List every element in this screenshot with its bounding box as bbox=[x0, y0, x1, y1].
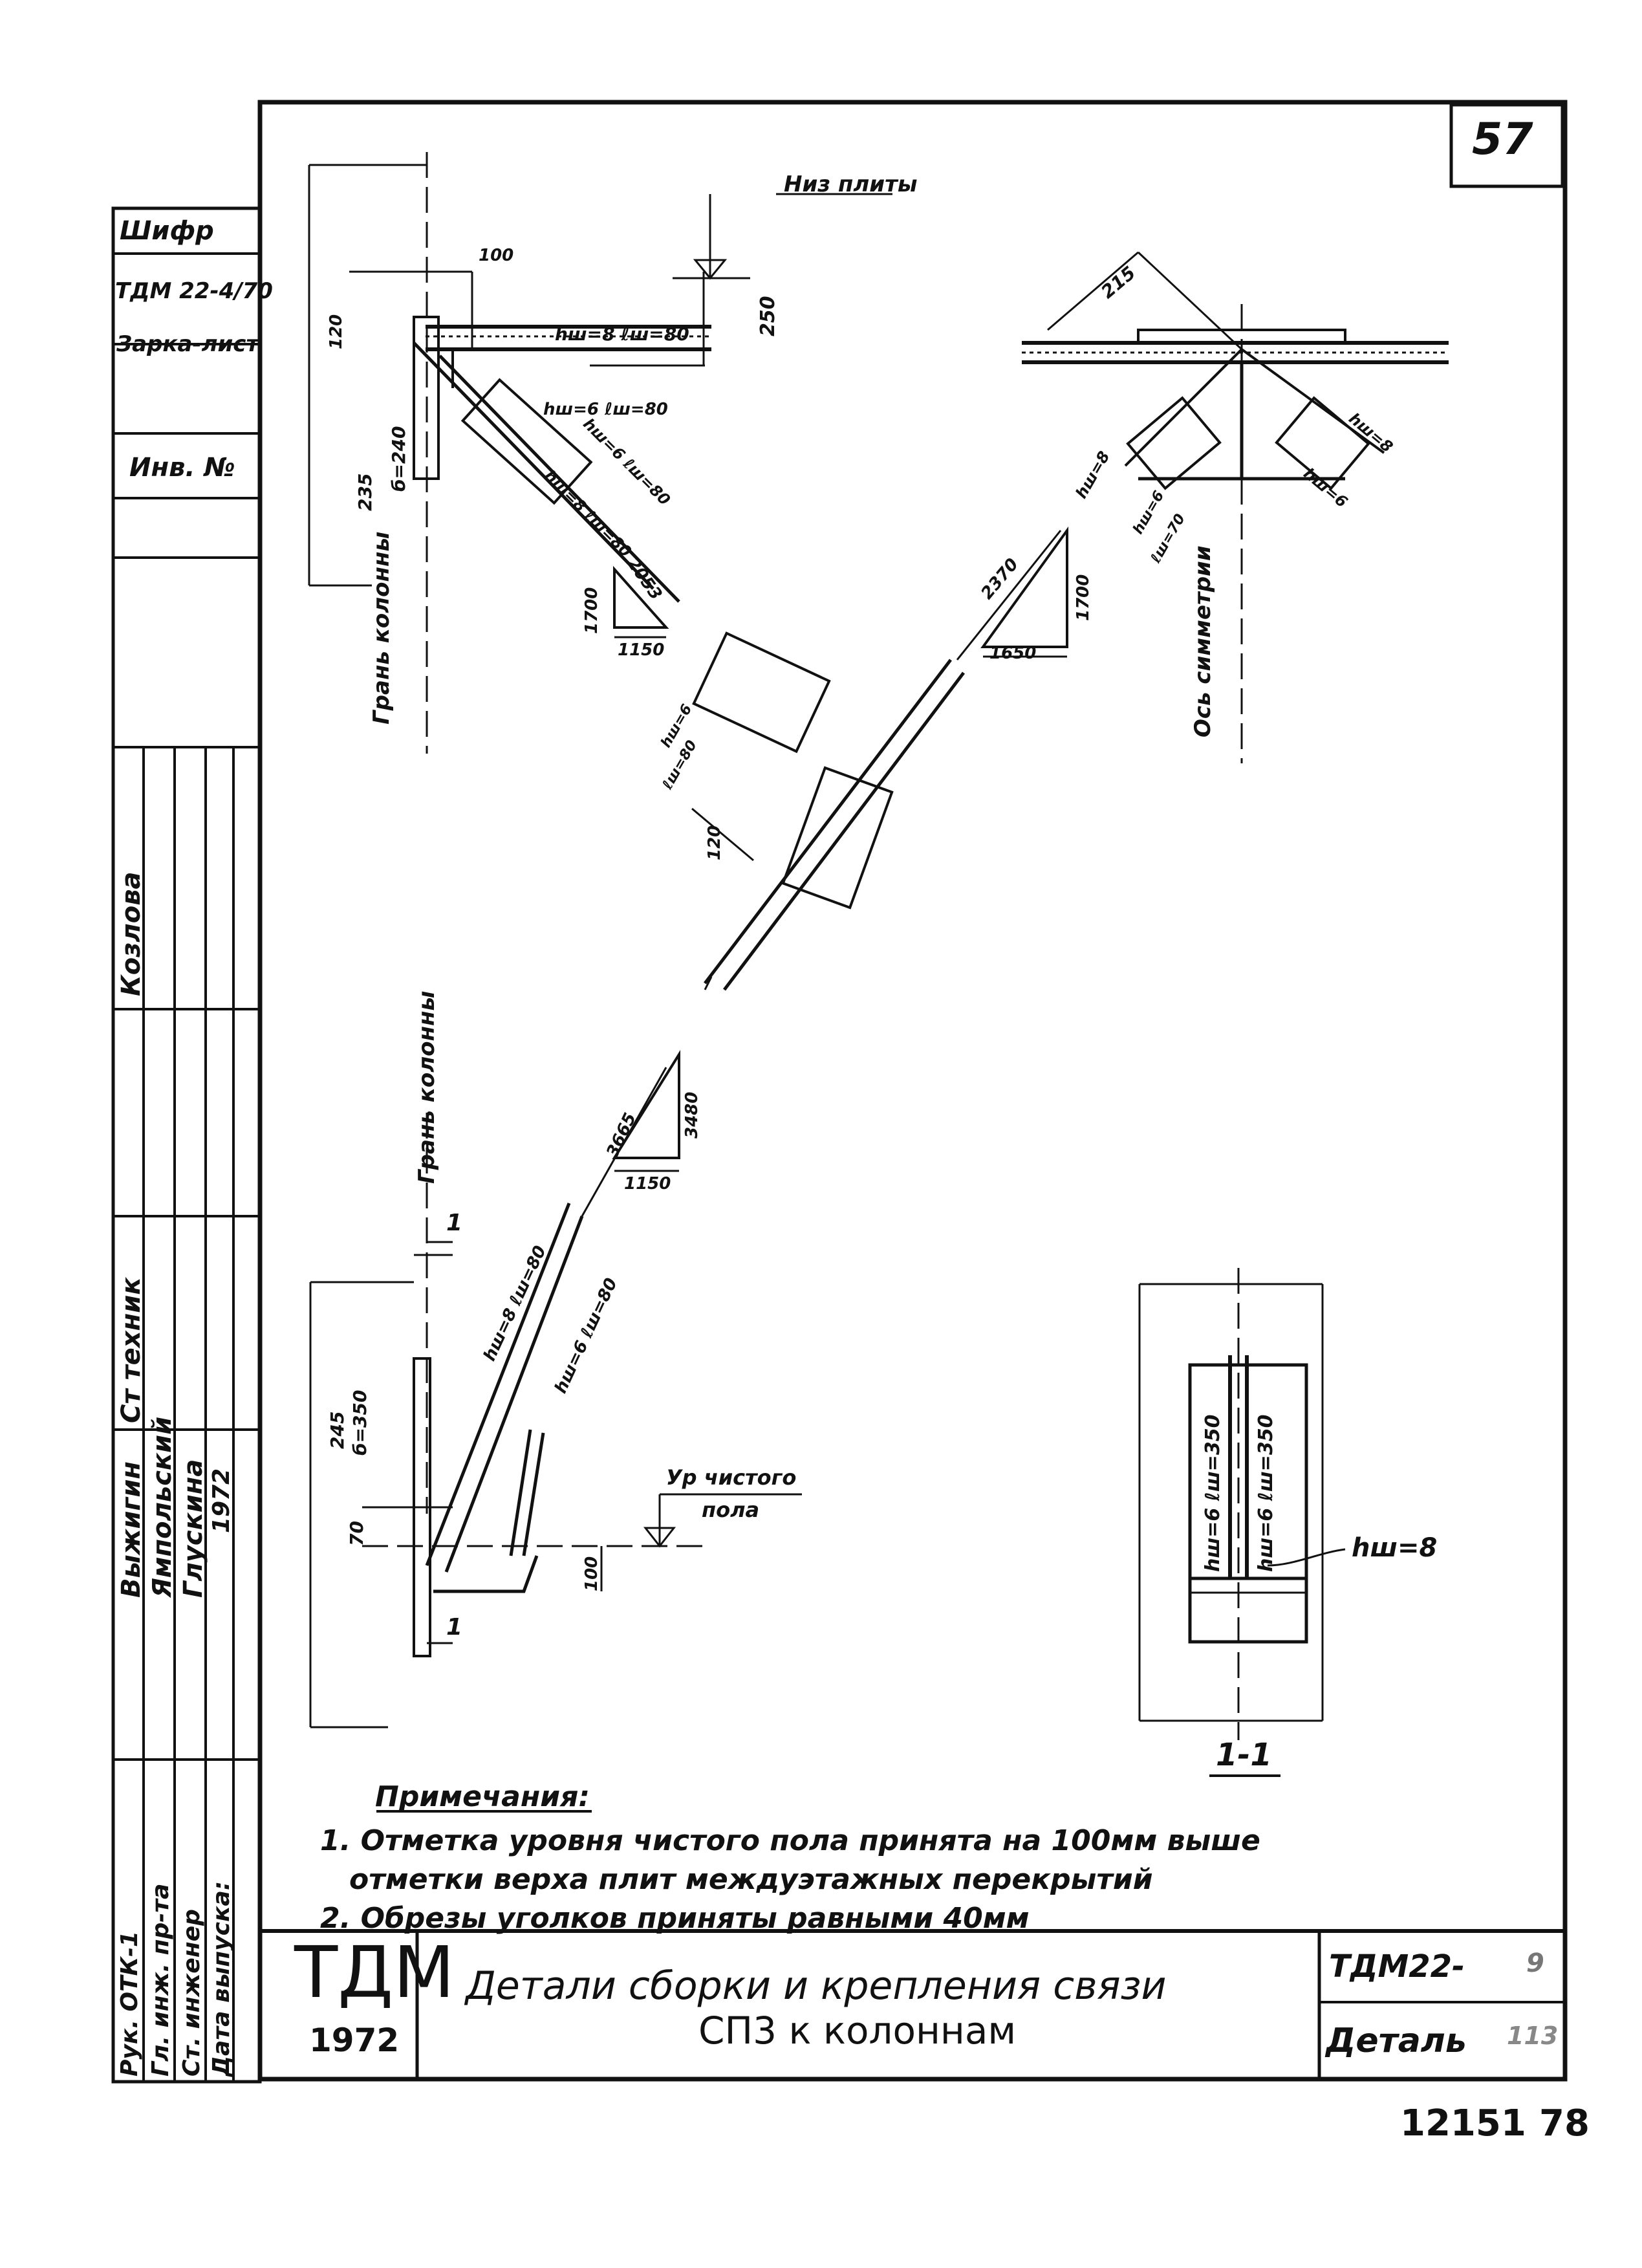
sheet-number: 57 bbox=[1472, 114, 1533, 165]
side-code-value: ТДМ 22-4/70 bbox=[115, 278, 273, 304]
title-doc-code: ТДМ22- bbox=[1329, 1948, 1465, 1985]
title-sheet-label: Деталь bbox=[1326, 2022, 1467, 2060]
stamp-name-1: Выжигин bbox=[116, 1461, 146, 1598]
bl-plate: б=350 bbox=[349, 1390, 371, 1456]
sheet-number-box bbox=[1449, 103, 1564, 188]
tl-slope-vert: 1700 bbox=[582, 587, 601, 634]
stamp-role-1: Рук. ОТК-1 bbox=[116, 1930, 143, 2077]
stamp-role-4: Дата выпуска: bbox=[208, 1881, 235, 2077]
title-sheet-suffix: 113 bbox=[1507, 2022, 1559, 2050]
bl-floor-mark: Ур чистого bbox=[666, 1465, 797, 1490]
side-code-label: Шифр bbox=[120, 216, 214, 246]
tl-slope-horiz: 1150 bbox=[618, 640, 665, 660]
bl-slope-vert: 3480 bbox=[682, 1091, 702, 1139]
tl-dim-250: 250 bbox=[757, 296, 779, 336]
stamp-name-5: Козлова bbox=[116, 871, 146, 997]
mid-slope-horiz: 1650 bbox=[989, 644, 1037, 663]
bl-slope-horiz: 1150 bbox=[624, 1174, 671, 1194]
side-stamp-frame bbox=[111, 206, 262, 2084]
footer-number-right: 78 bbox=[1539, 2102, 1590, 2144]
title-doc-code-suffix: 9 bbox=[1526, 1948, 1544, 1978]
stamp-role-3: Ст. инженер bbox=[178, 1909, 205, 2077]
tl-plate: б=240 bbox=[388, 426, 409, 492]
tl-dim-235: 235 bbox=[354, 473, 376, 511]
bl-dim-100: 100 bbox=[582, 1556, 601, 1591]
sec-weld-base: hш=8 bbox=[1352, 1533, 1438, 1563]
side-type-value: Зарка-лист bbox=[116, 331, 259, 357]
stamp-name-3: Глускина bbox=[178, 1459, 208, 1598]
bl-dim-70: 70 bbox=[346, 1521, 367, 1546]
tl-dim-120: 120 bbox=[327, 314, 346, 349]
title-line-2: СП3 к колоннам bbox=[698, 2009, 1017, 2053]
tl-weld-2: hш=6 ℓш=80 bbox=[543, 400, 668, 419]
title-logo: ТДМ bbox=[294, 1931, 455, 2014]
sec-weld-left: hш=6 ℓш=350 bbox=[1202, 1414, 1224, 1572]
tr-axis: Ось симметрии bbox=[1190, 545, 1216, 737]
stamp-name-2: Ямпольский bbox=[147, 1416, 177, 1598]
sec-weld-right: hш=6 ℓш=350 bbox=[1255, 1414, 1277, 1572]
title-year: 1972 bbox=[309, 2022, 400, 2059]
notes-heading: Примечания: bbox=[375, 1780, 590, 1813]
mid-dim-120: 120 bbox=[705, 825, 724, 860]
side-inv-label: Инв. № bbox=[129, 453, 235, 483]
tl-slab-mark: Низ плиты bbox=[784, 171, 918, 197]
bl-col-face: Грань колонны bbox=[414, 990, 440, 1184]
bl-dim-245: 245 bbox=[327, 1411, 348, 1449]
note-line-3: 2. Обрезы уголков приняты равными 40мм bbox=[320, 1902, 1030, 1935]
footer-number-left: 12151 bbox=[1400, 2102, 1526, 2144]
bl-section-mark-top: 1 bbox=[446, 1210, 463, 1236]
tl-dim-100: 100 bbox=[479, 246, 514, 265]
tl-col-face: Грань колонны bbox=[369, 531, 394, 725]
bl-floor-mark-2: пола bbox=[702, 1498, 760, 1522]
mid-slope-vert: 1700 bbox=[1074, 574, 1093, 621]
note-line-1: 1. Отметка уровня чистого пола принята н… bbox=[320, 1824, 1260, 1857]
note-line-2: отметки верха плит междуэтажных перекрыт… bbox=[349, 1863, 1153, 1896]
sec-title: 1-1 bbox=[1216, 1737, 1272, 1773]
title-line-1: Детали сборки и крепления связи bbox=[466, 1963, 1167, 2009]
bl-section-mark-bottom: 1 bbox=[446, 1614, 463, 1641]
stamp-role-2: Гл. инж. пр-та bbox=[147, 1883, 174, 2077]
stamp-role-5: Ст техник bbox=[116, 1277, 146, 1423]
tl-weld-1: hш=8 ℓш=80 bbox=[555, 323, 689, 345]
stamp-date: 1972 bbox=[208, 1468, 235, 1533]
